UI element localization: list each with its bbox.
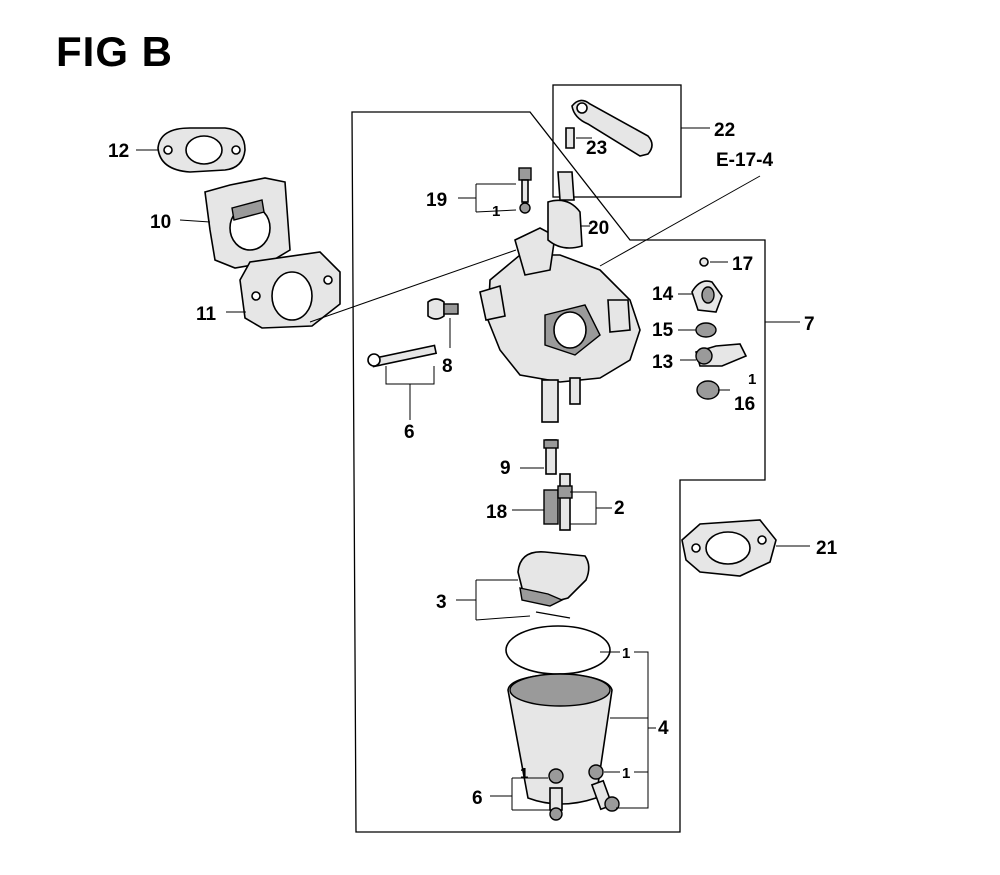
callout-10: 10 — [150, 212, 171, 233]
washer-1-bottom-left — [548, 768, 564, 784]
insulator-10 — [204, 177, 291, 269]
gasket-21 — [681, 519, 777, 577]
callout-15: 15 — [652, 320, 674, 341]
pilot-screw-8 — [427, 298, 459, 320]
callout-20: 20 — [588, 218, 609, 239]
callout-23: 23 — [586, 138, 607, 159]
screw-17 — [699, 257, 709, 267]
jet-18 — [543, 489, 559, 525]
callout-1-drain-left: 1 — [520, 765, 528, 782]
screw-19 — [518, 167, 532, 214]
callout-6-pilot: 6 — [404, 422, 415, 443]
leader-lines — [136, 127, 810, 811]
reference-code: E-17-4 — [716, 150, 773, 171]
callout-16: 16 — [734, 394, 755, 415]
o-ring-16 — [696, 380, 720, 400]
callout-1-bowl-seal: 1 — [622, 645, 630, 662]
washer-15 — [695, 322, 717, 338]
carburetor-body — [479, 227, 641, 423]
callout-14: 14 — [652, 284, 674, 305]
callout-9: 9 — [500, 458, 511, 479]
choke-lever — [565, 99, 653, 157]
callout-17: 17 — [732, 254, 753, 275]
callout-13: 13 — [652, 352, 673, 373]
callout-22: 22 — [714, 120, 735, 141]
float-pin — [535, 611, 571, 619]
lever-box — [552, 84, 682, 198]
figure-title: FIG B — [56, 28, 173, 75]
callout-2: 2 — [614, 498, 625, 519]
callout-21: 21 — [816, 538, 838, 559]
drain-screw-6 — [549, 787, 563, 821]
callout-12: 12 — [108, 141, 129, 162]
callout-18: 18 — [486, 502, 507, 523]
callout-4: 4 — [658, 718, 669, 739]
callout-1-drain-right: 1 — [622, 765, 630, 782]
callout-8: 8 — [442, 356, 453, 377]
callout-3: 3 — [436, 592, 447, 613]
main-jet-9 — [543, 439, 559, 475]
callout-1-screw: 1 — [492, 203, 500, 220]
leader-gasket-11-to-carb — [309, 249, 517, 323]
needle-2 — [557, 473, 573, 531]
float-3 — [517, 551, 590, 607]
callout-1-valve: 1 — [748, 371, 756, 388]
pilot-screw-6 — [367, 344, 438, 368]
callout-11: 11 — [196, 304, 217, 325]
valve-13 — [695, 343, 748, 367]
bracket-20 — [547, 171, 583, 249]
cap-14 — [691, 280, 723, 313]
assembly-boundary — [351, 111, 766, 833]
bowl-bolt — [590, 779, 620, 812]
callout-7: 7 — [804, 314, 815, 335]
washer-1-bottom-right — [588, 764, 604, 780]
float-bowl-4 — [505, 625, 613, 805]
callout-6-drain: 6 — [472, 788, 483, 809]
gasket-12 — [157, 127, 246, 173]
callout-19: 19 — [426, 190, 447, 211]
gasket-11 — [239, 251, 341, 329]
